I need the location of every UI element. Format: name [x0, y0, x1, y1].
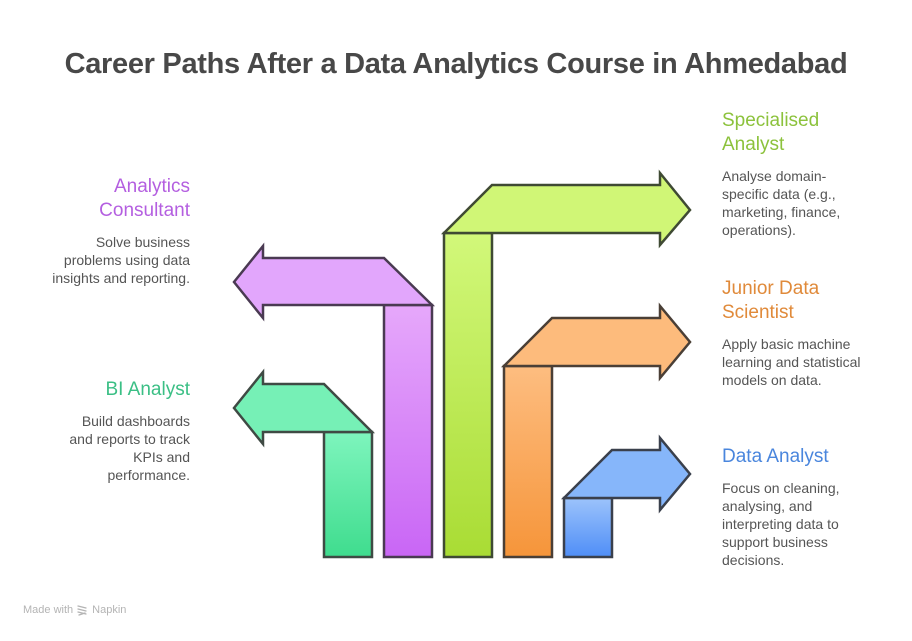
made-with-label: Made with: [23, 604, 74, 616]
bi-analyst-arrow: [232, 368, 376, 559]
specialised-analyst-title-line2: Analyst: [722, 134, 785, 155]
analytics-consultant-title-line2: Consultant: [99, 200, 190, 221]
junior-data-scientist-arrow: [500, 302, 692, 559]
napkin-logo-icon: [77, 604, 87, 616]
made-with-napkin-footer[interactable]: Made with Napkin: [23, 604, 126, 616]
junior-data-scientist-stem: [502, 364, 554, 559]
page-title: Career Paths After a Data Analytics Cour…: [64, 48, 848, 80]
bi-analyst-description: Build dashboards and reports to track KP…: [69, 413, 190, 483]
specialised-analyst-description: Analyse domain-specific data (e.g., mark…: [722, 168, 841, 238]
specialised-analyst-title: Specialised Analyst: [722, 109, 902, 157]
junior-data-scientist-description: Apply basic machine learning and statist…: [722, 336, 861, 388]
junior-data-scientist-block: Junior Data Scientist Apply basic machin…: [722, 277, 902, 389]
analytics-consultant-title: Analytics Consultant: [10, 175, 190, 223]
data-analyst-arrowhead-right-icon: [560, 434, 692, 514]
specialised-analyst-stem: [442, 231, 494, 559]
analytics-consultant-arrowhead-left-icon: [232, 242, 436, 322]
specialised-analyst-arrowhead-right-icon: [440, 169, 692, 249]
bi-analyst-stem: [322, 430, 374, 559]
data-analyst-arrow: [560, 434, 692, 559]
specialised-analyst-title-line1: Specialised: [722, 110, 820, 131]
junior-data-scientist-title-line2: Scientist: [722, 302, 794, 323]
junior-data-scientist-title: Junior Data Scientist: [722, 277, 902, 325]
analytics-consultant-title-line1: Analytics: [113, 176, 190, 197]
analytics-consultant-block: Analytics Consultant Solve business prob…: [10, 175, 190, 287]
specialised-analyst-arrow: [440, 169, 692, 559]
data-analyst-title: Data Analyst: [722, 446, 829, 467]
data-analyst-stem: [562, 496, 614, 559]
specialised-analyst-block: Specialised Analyst Analyse domain-speci…: [722, 109, 902, 239]
data-analyst-block: Data Analyst Focus on cleaning, analysin…: [722, 445, 902, 569]
bi-analyst-title: BI Analyst: [105, 379, 191, 400]
analytics-consultant-stem: [382, 303, 434, 559]
bi-analyst-arrowhead-left-icon: [232, 368, 376, 448]
junior-data-scientist-title-line1: Junior Data: [722, 278, 820, 299]
analytics-consultant-arrow: [232, 242, 436, 559]
junior-data-scientist-arrowhead-right-icon: [500, 302, 692, 382]
bi-analyst-block: BI Analyst Build dashboards and reports …: [10, 378, 190, 484]
napkin-brand-label: Napkin: [92, 604, 127, 616]
data-analyst-description: Focus on cleaning, analysing, and interp…: [722, 480, 840, 568]
analytics-consultant-description: Solve business problems using data insig…: [52, 234, 190, 286]
